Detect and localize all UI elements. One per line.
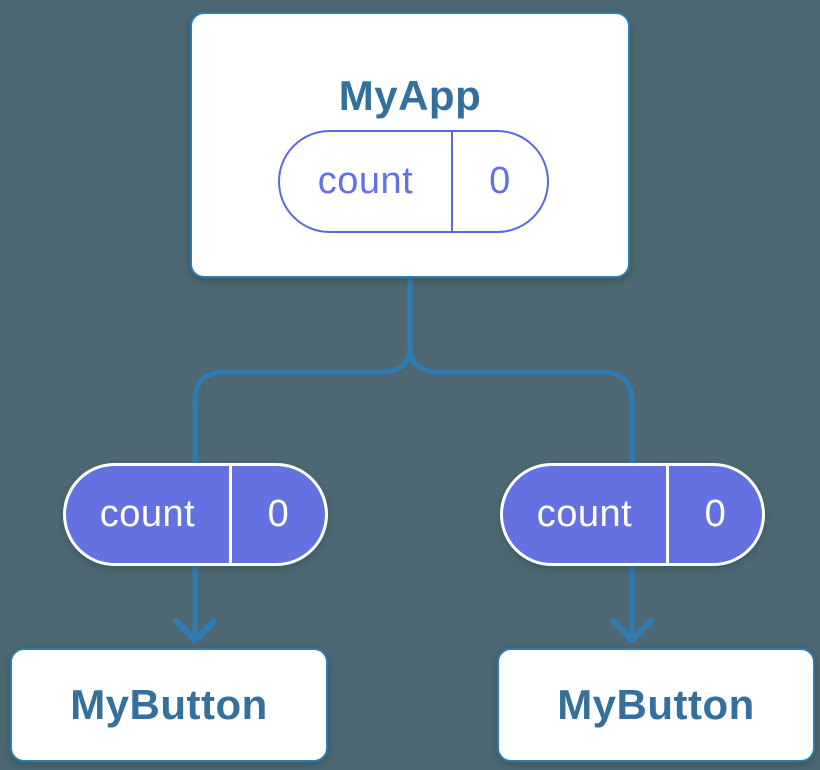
state-pill-label: count [280,132,453,231]
prop-pill-label: count [66,466,232,563]
mybutton-node-title: MyButton [70,681,268,728]
mybutton-node-right: MyButton [497,648,815,762]
prop-pill-value: 0 [267,493,290,535]
myapp-node-title: MyApp [338,72,482,119]
prop-pill-value: 0 [704,493,727,535]
myapp-node: MyApp count 0 [190,12,630,278]
arrowhead-down-right-icon [610,618,654,643]
arrowhead-down-left-icon [173,618,217,643]
state-pill: count 0 [278,130,549,233]
connector-trunk-right-branch [407,344,635,640]
prop-pill-right: count 0 [500,463,765,566]
prop-pill-left: count 0 [63,463,328,566]
mybutton-node-left: MyButton [10,648,328,762]
state-pill-value: 0 [489,160,511,202]
connector-trunk-left-branch [192,275,413,640]
prop-pill-label: count [503,466,669,563]
mybutton-node-title: MyButton [557,681,755,728]
